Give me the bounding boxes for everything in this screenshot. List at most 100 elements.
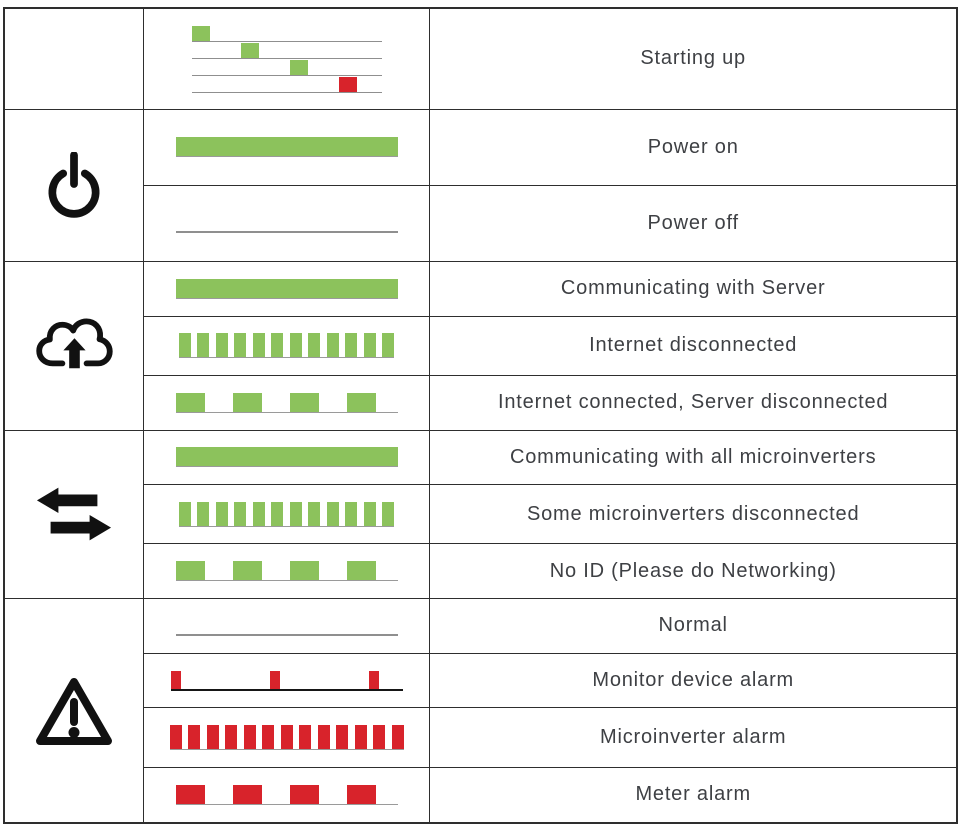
led-bar [363, 333, 376, 358]
table-row: Communicating with Server [3, 261, 958, 431]
led-bar [373, 725, 386, 749]
led-bar [289, 784, 319, 804]
led-pattern-cell [142, 184, 431, 263]
led-pattern-cell [142, 543, 431, 600]
status-label: Power off [429, 184, 958, 263]
status-label: Monitor device alarm [429, 652, 958, 709]
led-bar [225, 725, 238, 749]
led-pattern-fast-blink [178, 501, 395, 527]
led-pattern-cell [142, 108, 431, 186]
led-bar [280, 725, 293, 749]
led-bar [234, 333, 247, 358]
table-row: Starting up [3, 7, 958, 110]
led-bar [232, 561, 262, 581]
staircase-step [191, 76, 382, 93]
led-bar [175, 392, 205, 412]
staircase-step [191, 42, 382, 59]
led-pattern-slow-blink [175, 561, 398, 582]
led-bar [346, 784, 376, 804]
led-pattern-sparse-blink [170, 670, 403, 691]
led-bar [170, 670, 181, 689]
table-row: Internet connected, Server disconnected [4, 374, 958, 431]
staircase-step [191, 25, 382, 42]
led-bar [252, 333, 265, 358]
led-bar [206, 725, 219, 749]
led-bar [345, 333, 358, 358]
status-label: Microinverter alarm [429, 707, 958, 768]
led-pattern-fast-blink [169, 725, 404, 750]
led-bar [269, 670, 280, 689]
table-row: Communicating with all microinverters [3, 429, 958, 600]
led-bar [354, 725, 367, 749]
table-row: Power on [3, 108, 958, 263]
warning-triangle-icon [3, 598, 144, 824]
status-label: Internet disconnected [429, 315, 958, 376]
led-bar [317, 725, 330, 749]
status-label: Meter alarm [429, 766, 958, 824]
led-bar [215, 501, 228, 526]
led-bar [289, 333, 302, 358]
status-label: Power on [429, 108, 958, 186]
status-label: Communicating with all microinverters [429, 429, 958, 486]
led-bar [169, 725, 182, 749]
led-bar [391, 725, 404, 749]
led-bar [289, 59, 308, 75]
led-bar [262, 725, 275, 749]
table-row: Internet disconnected [4, 315, 958, 376]
led-pattern-fast-blink [178, 333, 395, 359]
table-row: Monitor device alarm [4, 652, 958, 709]
led-bar [178, 501, 191, 526]
table-row: Power off [4, 184, 958, 263]
cloud-upload-icon [3, 261, 144, 431]
led-bar [345, 501, 358, 526]
led-bar [232, 392, 262, 412]
led-bar [363, 501, 376, 526]
led-pattern-cell [142, 261, 431, 317]
led-pattern-solid [175, 278, 398, 299]
led-pattern-cell [142, 707, 431, 768]
status-label: Normal [429, 598, 958, 654]
led-bar [271, 501, 284, 526]
led-bar [338, 76, 357, 92]
led-bar [175, 784, 205, 804]
led-bar [197, 501, 210, 526]
transfer-arrows-icon [3, 429, 144, 600]
status-label: No ID (Please do Networking) [429, 543, 958, 600]
led-pattern-flatline [175, 231, 398, 234]
led-pattern-cell [142, 766, 431, 824]
led-bar [368, 670, 379, 689]
table-row: Meter alarm [4, 766, 958, 824]
power-icon [3, 108, 144, 263]
table-row: Some microinverters disconnected [4, 484, 958, 545]
led-bar [346, 561, 376, 581]
led-pattern-cell [142, 315, 431, 376]
led-bar [215, 333, 228, 358]
status-label: Starting up [429, 7, 958, 110]
table-row: Microinverter alarm [4, 707, 958, 768]
led-pattern-cell [142, 598, 431, 654]
led-bar [289, 561, 319, 581]
led-bar [382, 501, 395, 526]
led-bar [234, 501, 247, 526]
empty-icon-cell [3, 7, 144, 110]
table-row: Normal [3, 598, 958, 824]
led-pattern-flatline [175, 633, 398, 636]
led-bar [289, 501, 302, 526]
led-bar [382, 333, 395, 358]
status-label: Communicating with Server [429, 261, 958, 317]
led-bar [188, 725, 201, 749]
led-pattern-solid [175, 137, 398, 158]
led-bar [308, 501, 321, 526]
led-pattern-slow-blink [175, 392, 398, 413]
led-bar [175, 561, 205, 581]
led-pattern-staircase [191, 25, 382, 93]
status-label: Some microinverters disconnected [429, 484, 958, 545]
led-pattern-cell [142, 652, 431, 709]
led-pattern-cell [142, 374, 431, 431]
led-pattern-cell [142, 484, 431, 545]
led-pattern-solid [175, 447, 398, 468]
led-pattern-slow-blink [175, 784, 398, 805]
led-bar [289, 392, 319, 412]
